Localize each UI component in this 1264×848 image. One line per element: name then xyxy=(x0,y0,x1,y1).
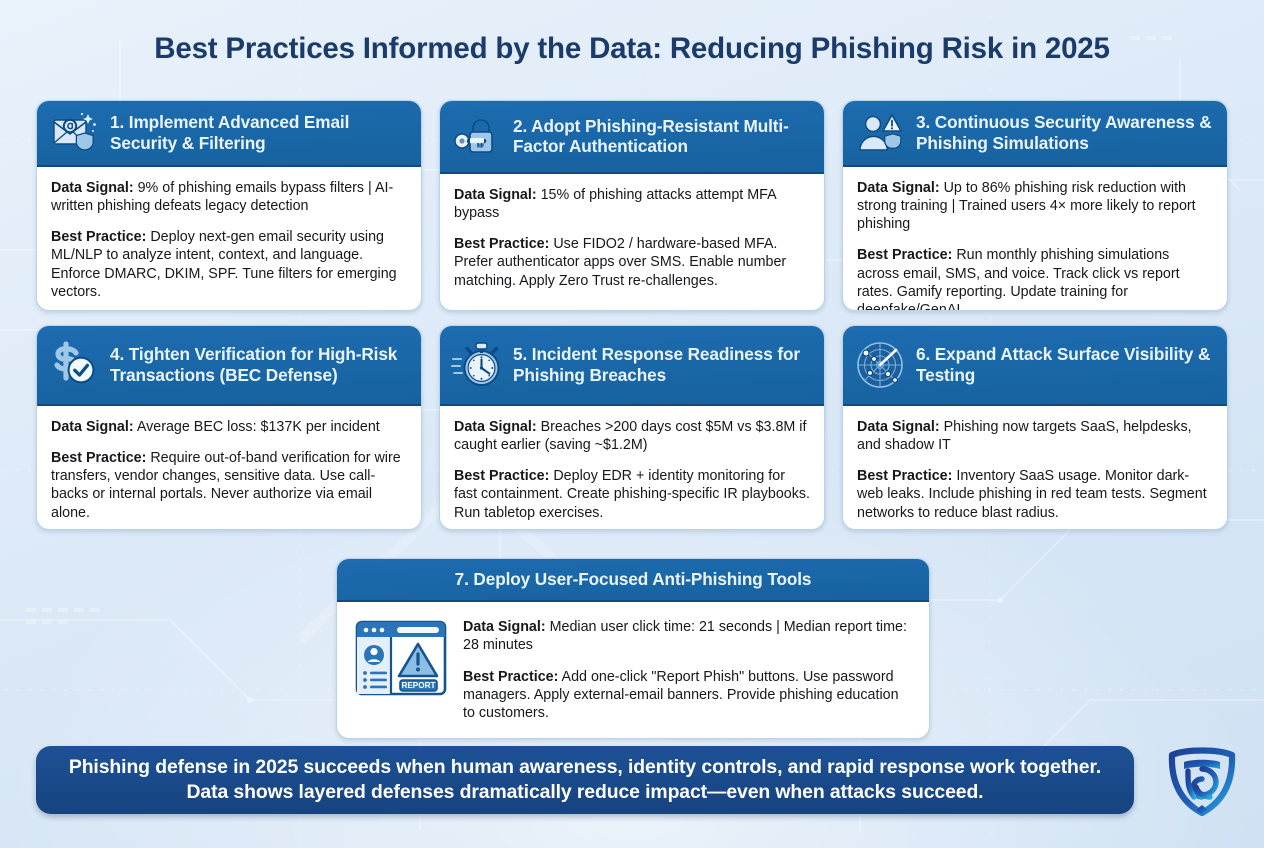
dollar-check-icon xyxy=(47,338,101,392)
data-signal-label: Data Signal: xyxy=(463,619,546,636)
card-1-data-signal: Data Signal: 9% of phishing emails bypas… xyxy=(51,179,408,215)
data-signal-label: Data Signal: xyxy=(51,419,134,435)
key-lock-icon xyxy=(450,109,504,163)
card-6-best-practice-value: Inventory SaaS usage. Monitor dark-web l… xyxy=(857,468,1207,521)
shield-triskelion-logo xyxy=(1158,735,1246,823)
card-3-awareness-training[interactable]: 3. Continuous Security Awareness & Phish… xyxy=(842,100,1228,311)
card-3-data-signal-value: Up to 86% phishing risk reduction with s… xyxy=(857,180,1196,233)
card-3-header: 3. Continuous Security Awareness & Phish… xyxy=(843,101,1227,167)
card-1-best-practice: Best Practice: Deploy next-gen email sec… xyxy=(51,228,408,301)
best-practice-label: Best Practice: xyxy=(463,668,559,685)
card-4-title: 4. Tighten Verification for High-Risk Tr… xyxy=(110,344,398,385)
card-2-data-signal: Data Signal: 15% of phishing attacks att… xyxy=(454,186,811,222)
card-3-best-practice-value: Run monthly phishing simulations across … xyxy=(857,247,1180,311)
card-7-text-block: Data Signal: Median user click time: 21 … xyxy=(463,616,911,722)
card-2-title: 2. Adopt Phishing-Resistant Multi-Factor… xyxy=(513,115,789,156)
stopwatch-icon xyxy=(450,338,504,392)
card-6-header: 6. Expand Attack Surface Visibility & Te… xyxy=(843,326,1227,406)
summary-banner-text: Phishing defense in 2025 succeeds when h… xyxy=(68,755,1102,803)
card-2-best-practice: Best Practice: Use FIDO2 / hardware-base… xyxy=(454,235,811,289)
card-4-bec-defense[interactable]: 4. Tighten Verification for High-Risk Tr… xyxy=(36,325,422,530)
data-signal-label: Data Signal: xyxy=(857,419,940,435)
card-7-best-practice-value: Add one-click "Report Phish" buttons. Us… xyxy=(463,668,899,721)
card-5-data-signal: Data Signal: Breaches >200 days cost $5M… xyxy=(454,418,811,454)
card-5-title: 5. Incident Response Readiness for Phish… xyxy=(513,344,800,385)
card-3-best-practice: Best Practice: Run monthly phishing simu… xyxy=(857,246,1214,311)
best-practice-label: Best Practice: xyxy=(454,236,550,253)
card-1-email-security[interactable]: 1. Implement Advanced Email Security & F… xyxy=(36,100,422,311)
card-4-data-signal: Data Signal: Average BEC loss: $137K per… xyxy=(51,418,408,436)
card-2-header: 2. Adopt Phishing-Resistant Multi-Factor… xyxy=(440,101,824,174)
card-7-best-practice: Best Practice: Add one-click "Report Phi… xyxy=(463,668,911,722)
card-7-title: 7. Deploy User-Focused Anti-Phishing Too… xyxy=(454,569,812,589)
card-1-body: Data Signal: 9% of phishing emails bypas… xyxy=(37,167,421,310)
card-7-data-signal: Data Signal: Median user click time: 21 … xyxy=(463,618,911,654)
best-practice-label: Best Practice: xyxy=(454,468,550,485)
data-signal-label: Data Signal: xyxy=(454,419,537,435)
card-2-data-signal-value: 15% of phishing attacks attempt MFA bypa… xyxy=(454,187,776,222)
card-7-data-signal-value: Median user click time: 21 seconds | Med… xyxy=(463,619,907,654)
best-practice-label: Best Practice: xyxy=(51,450,147,467)
card-1-header: 1. Implement Advanced Email Security & F… xyxy=(37,101,421,167)
card-7-header: 7. Deploy User-Focused Anti-Phishing Too… xyxy=(337,559,929,603)
summary-banner: Phishing defense in 2025 succeeds when h… xyxy=(36,746,1134,814)
card-5-best-practice: Best Practice: Deploy EDR + identity mon… xyxy=(454,467,811,521)
card-6-best-practice: Best Practice: Inventory SaaS usage. Mon… xyxy=(857,467,1214,521)
card-2-mfa[interactable]: 2. Adopt Phishing-Resistant Multi-Factor… xyxy=(439,100,825,311)
card-4-body: Data Signal: Average BEC loss: $137K per… xyxy=(37,406,421,529)
data-signal-label: Data Signal: xyxy=(454,187,537,203)
report-button-label: REPORT xyxy=(401,681,435,690)
card-6-data-signal-value: Phishing now targets SaaS, helpdesks, an… xyxy=(857,419,1192,454)
card-2-body: Data Signal: 15% of phishing attacks att… xyxy=(440,174,824,310)
card-5-body: Data Signal: Breaches >200 days cost $5M… xyxy=(440,406,824,529)
card-4-best-practice: Best Practice: Require out-of-band verif… xyxy=(51,449,408,522)
card-7-body: REPORT Data Signal: Median user click ti… xyxy=(337,602,929,738)
radar-icon xyxy=(853,338,907,392)
card-5-incident-response[interactable]: 5. Incident Response Readiness for Phish… xyxy=(439,325,825,530)
card-6-data-signal: Data Signal: Phishing now targets SaaS, … xyxy=(857,418,1214,454)
card-3-body: Data Signal: Up to 86% phishing risk red… xyxy=(843,167,1227,311)
card-3-title: 3. Continuous Security Awareness & Phish… xyxy=(916,112,1212,153)
card-1-title: 1. Implement Advanced Email Security & F… xyxy=(110,112,350,153)
email-shield-icon xyxy=(47,106,101,160)
card-6-attack-surface[interactable]: 6. Expand Attack Surface Visibility & Te… xyxy=(842,325,1228,530)
best-practice-label: Best Practice: xyxy=(51,229,147,246)
card-3-data-signal: Data Signal: Up to 86% phishing risk red… xyxy=(857,179,1214,233)
card-5-header: 5. Incident Response Readiness for Phish… xyxy=(440,326,824,406)
card-4-best-practice-value: Require out-of-band verification for wir… xyxy=(51,450,401,521)
card-4-data-signal-value: Average BEC loss: $137K per incident xyxy=(136,419,380,435)
data-signal-label: Data Signal: xyxy=(51,180,134,196)
best-practices-grid: 1. Implement Advanced Email Security & F… xyxy=(36,100,1228,530)
user-warning-shield-icon xyxy=(853,106,907,160)
card-4-header: 4. Tighten Verification for High-Risk Tr… xyxy=(37,326,421,406)
card-2-best-practice-value: Use FIDO2 / hardware-based MFA. Prefer a… xyxy=(454,236,787,289)
card-6-body: Data Signal: Phishing now targets SaaS, … xyxy=(843,406,1227,529)
data-signal-label: Data Signal: xyxy=(857,180,940,196)
card-1-best-practice-value: Deploy next-gen email security using ML/… xyxy=(51,229,397,300)
card-7-user-tools[interactable]: 7. Deploy User-Focused Anti-Phishing Too… xyxy=(336,558,930,740)
best-practice-label: Best Practice: xyxy=(857,247,953,264)
card-7-wrapper: 7. Deploy User-Focused Anti-Phishing Too… xyxy=(336,558,930,740)
card-5-best-practice-value: Deploy EDR + identity monitoring for fas… xyxy=(454,468,811,521)
card-1-data-signal-value: 9% of phishing emails bypass filters | A… xyxy=(51,180,394,215)
report-phish-browser-icon: REPORT xyxy=(353,616,449,700)
card-6-title: 6. Expand Attack Surface Visibility & Te… xyxy=(916,344,1211,385)
best-practice-label: Best Practice: xyxy=(857,468,953,485)
card-5-data-signal-value: Breaches >200 days cost $5M vs $3.8M if … xyxy=(454,419,807,454)
page-title: Best Practices Informed by the Data: Red… xyxy=(154,32,1110,65)
